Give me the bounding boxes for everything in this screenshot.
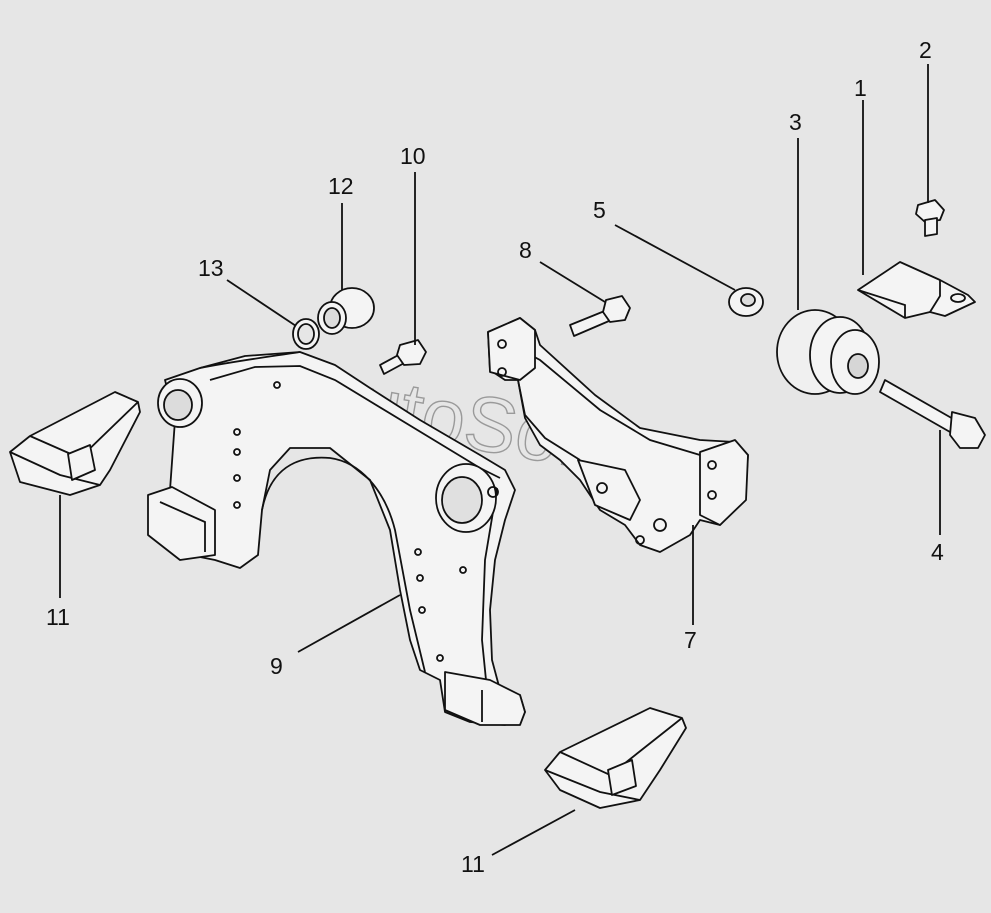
callout-2: 2 (919, 37, 932, 63)
part-5-nut (728, 287, 764, 317)
callout-11b: 11 (461, 851, 485, 877)
callout-5: 5 (593, 197, 606, 223)
leader-13 (226, 279, 297, 327)
callout-11a: 11 (46, 604, 70, 630)
leader-lines (59, 64, 941, 856)
callout-labels: 1 2 3 4 5 7 8 9 10 11 11 12 13 (46, 37, 944, 877)
part-7-transmission-bracket (487, 317, 749, 553)
part-3-mount-bushing (776, 309, 880, 395)
part-2-small-bolt (915, 199, 945, 237)
callout-3: 3 (789, 109, 802, 135)
callout-4: 4 (931, 539, 944, 565)
part-8-bolt (569, 295, 631, 337)
leader-9 (297, 594, 401, 653)
part-12-bushing (317, 287, 375, 335)
part-9-front-subframe (147, 351, 526, 726)
callout-8: 8 (519, 237, 532, 263)
leader-8 (539, 261, 606, 303)
part-10-bolt (379, 339, 427, 375)
part-13-washer (292, 318, 320, 350)
callout-7: 7 (684, 627, 697, 653)
part-1-mount-bracket (857, 261, 976, 319)
callout-13: 13 (198, 255, 224, 281)
leader-5 (614, 224, 736, 291)
callout-10: 10 (400, 143, 426, 169)
callout-9: 9 (270, 653, 283, 679)
part-4-long-bolt (879, 379, 986, 449)
callout-1: 1 (854, 75, 867, 101)
callout-12: 12 (328, 173, 354, 199)
part-11-left-pad (9, 391, 141, 496)
leader-11b (491, 809, 576, 856)
part-11-bottom-pad (544, 707, 687, 809)
